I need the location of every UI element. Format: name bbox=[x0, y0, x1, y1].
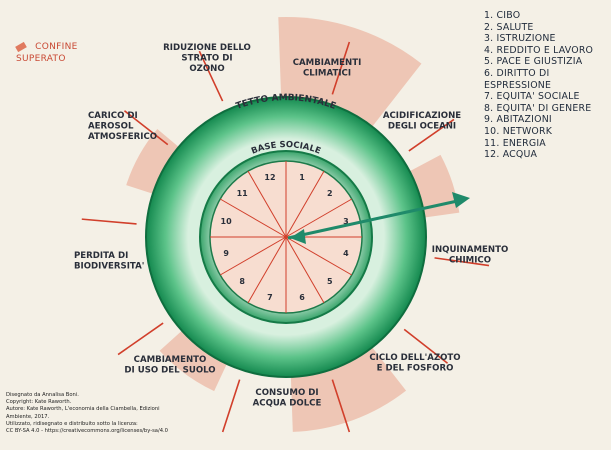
core-number: 7 bbox=[267, 293, 273, 302]
social-foundation-item: 9. ABITAZIONI bbox=[484, 114, 593, 126]
social-foundation-item: 12. ACQUA bbox=[484, 149, 593, 161]
credit-line: Autore: Kate Raworth, L'economia della C… bbox=[6, 406, 168, 413]
social-foundation-item: 6. DIRITTO DI bbox=[484, 68, 593, 80]
core-number: 6 bbox=[299, 293, 305, 302]
credit-line: Utilizzato, ridisegnato e distribuito so… bbox=[6, 421, 168, 428]
credit-line: Disegnato da Annalisa Boni. bbox=[6, 392, 168, 399]
social-foundation-item: 8. EQUITA' DI GENERE bbox=[484, 103, 593, 115]
credit-line: Ambiente, 2017. bbox=[6, 414, 168, 421]
social-foundation-item: 7. EQUITA' SOCIALE bbox=[484, 91, 593, 103]
social-foundation-item: 2. SALUTE bbox=[484, 22, 593, 34]
credits: Disegnato da Annalisa Boni.Copyright: Ka… bbox=[6, 392, 168, 435]
social-foundation-item: 3. ISTRUZIONE bbox=[484, 33, 593, 45]
core-number: 4 bbox=[343, 249, 349, 258]
core-number: 9 bbox=[223, 249, 229, 258]
core-number: 2 bbox=[327, 189, 333, 198]
core-number: 10 bbox=[221, 217, 233, 226]
core-number: 1 bbox=[299, 173, 305, 182]
core-number: 11 bbox=[237, 189, 249, 198]
social-foundation-item: 10. NETWORK bbox=[484, 126, 593, 138]
boundary-ray bbox=[118, 323, 163, 355]
core-number: 5 bbox=[327, 277, 333, 286]
social-foundation-item: ESPRESSIONE bbox=[484, 80, 593, 92]
boundary-ray bbox=[223, 380, 240, 432]
social-foundation-item: 11. ENERGIA bbox=[484, 138, 593, 150]
core-number: 8 bbox=[239, 277, 245, 286]
social-foundation-item: 1. CIBO bbox=[484, 10, 593, 22]
overshoot-swatch-icon bbox=[15, 41, 27, 51]
credit-line: CC BY-SA 4.0 - https://creativecommons.o… bbox=[6, 428, 168, 435]
boundary-ray bbox=[82, 219, 137, 224]
core-number: 12 bbox=[264, 173, 275, 182]
credit-line: Copyright: Kate Raworth. bbox=[6, 399, 168, 406]
social-foundation-item: 5. PACE E GIUSTIZIA bbox=[484, 56, 593, 68]
social-foundation-item: 4. REDDITO E LAVORO bbox=[484, 45, 593, 57]
